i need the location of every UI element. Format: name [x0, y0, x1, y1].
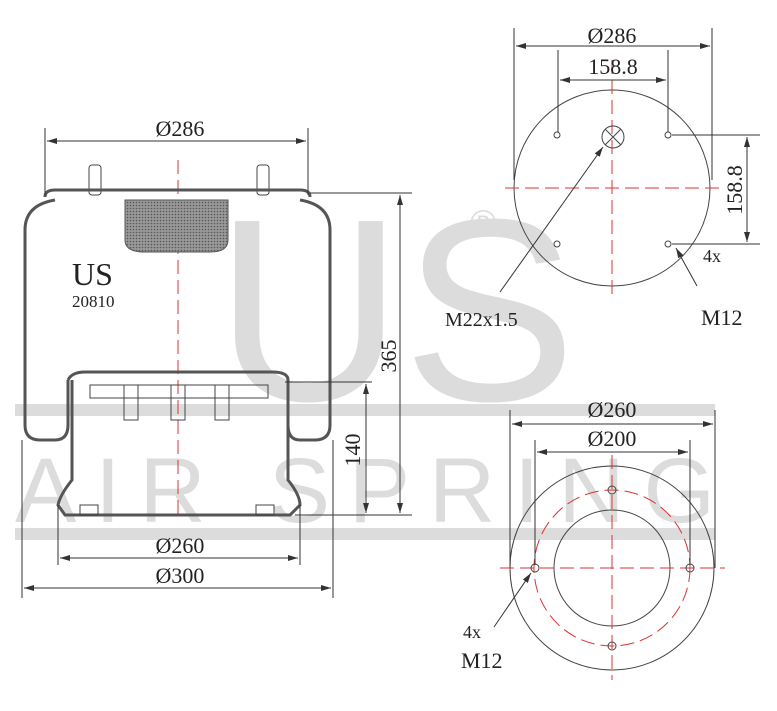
side-view: US 20810 Ø286 365 140 Ø260 Ø300: [21, 116, 412, 598]
piston-nut: [79, 504, 99, 516]
center-port: [601, 125, 625, 149]
piston-bolt: [214, 384, 230, 421]
dim-bolt-spacing-x: 158.8: [588, 54, 638, 79]
top-bolt-thread: M12: [701, 305, 743, 330]
part-number: 20810: [72, 292, 115, 311]
watermark-tagline: AIR SPRING: [15, 440, 715, 542]
top-plate: [43, 188, 312, 198]
piston-bolt: [123, 384, 139, 421]
bottom-bolt-holes: [530, 485, 695, 651]
bellow: [23, 198, 332, 442]
bottom-bolt-thread: M12: [461, 648, 503, 673]
bottom-plate-view: Ø260 Ø200 4x M12: [461, 397, 725, 680]
watermark-registered: ®: [470, 202, 497, 243]
bumper: [124, 199, 229, 253]
part-brand: US: [72, 256, 113, 292]
watermark-bar-bottom: [15, 528, 715, 540]
dim-bottom-outer-diameter: Ø260: [588, 397, 637, 422]
top-stud-left: [88, 164, 102, 196]
piston-bolt: [170, 384, 186, 421]
dim-piston-diameter: Ø260: [156, 533, 205, 558]
dim-top-plate-diameter: Ø286: [588, 23, 637, 48]
top-plate-view: Ø286 158.8 158.8 M22x1.5 4x M12: [445, 23, 760, 331]
dim-top-diameter: Ø286: [156, 116, 205, 141]
dim-height: 365: [376, 340, 401, 373]
top-bolt-count: 4x: [703, 246, 721, 266]
bottom-bolt-count: 4x: [463, 622, 481, 642]
piston-nut: [255, 504, 275, 516]
dim-bolt-circle: Ø200: [588, 426, 637, 451]
dim-piston-height: 140: [340, 434, 365, 467]
dim-max-diameter: Ø300: [156, 563, 205, 588]
piston: [56, 370, 302, 517]
center-port-label: M22x1.5: [445, 309, 518, 331]
top-stud-right: [256, 164, 270, 196]
dim-bolt-spacing-y: 158.8: [722, 165, 747, 215]
piston-plate: [89, 384, 269, 399]
watermark: US ® AIR SPRING: [15, 166, 715, 542]
